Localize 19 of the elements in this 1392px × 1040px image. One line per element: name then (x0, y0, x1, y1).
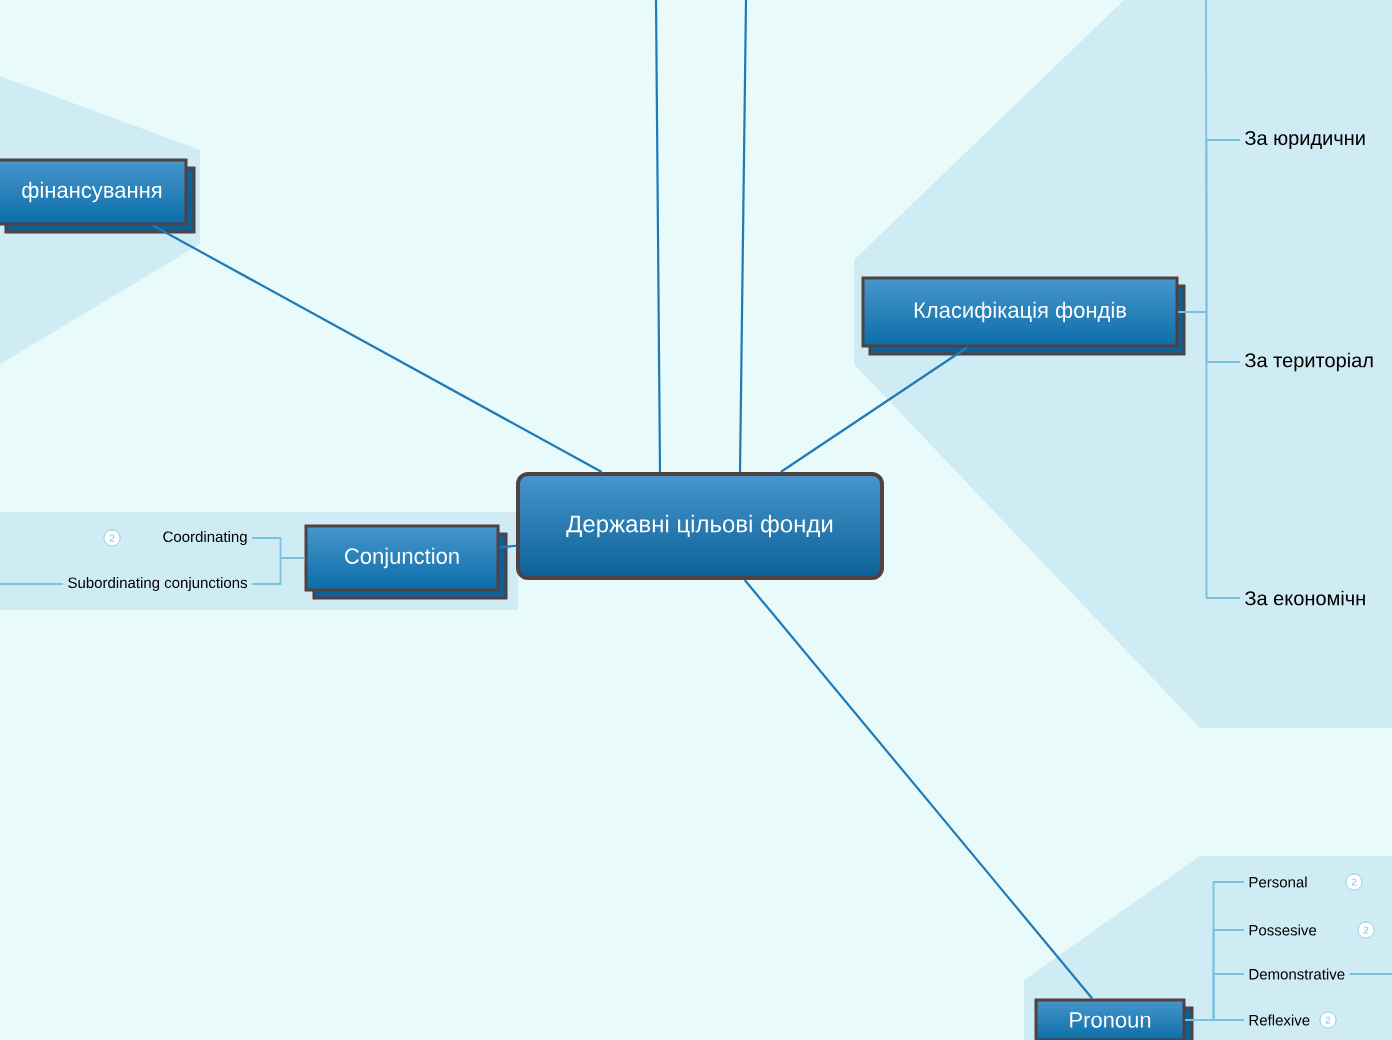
topic-box: Conjunction (304, 524, 508, 600)
topic-box: Класифікація фондів (861, 276, 1186, 356)
connector-line (251, 557, 306, 585)
connector-line (738, 0, 748, 473)
connector-line (499, 544, 517, 549)
branch-text: За територіал (1245, 352, 1373, 372)
topic-box: фінансування (0, 158, 196, 234)
connector-line (1348, 973, 1392, 975)
connector-line (654, 0, 662, 472)
branch-text: За економічн (1245, 590, 1365, 606)
connector-line (1184, 1019, 1245, 1021)
connector-line (0, 583, 64, 585)
connector-line (152, 224, 603, 473)
central-topic-box: Державні цільові фонди (516, 472, 884, 580)
branch-text: За юридични (1245, 130, 1365, 150)
connector-line (743, 579, 1094, 1000)
connector-line (780, 346, 968, 473)
topic-box: Pronoun (1034, 998, 1194, 1040)
connector-line (1177, 311, 1241, 599)
